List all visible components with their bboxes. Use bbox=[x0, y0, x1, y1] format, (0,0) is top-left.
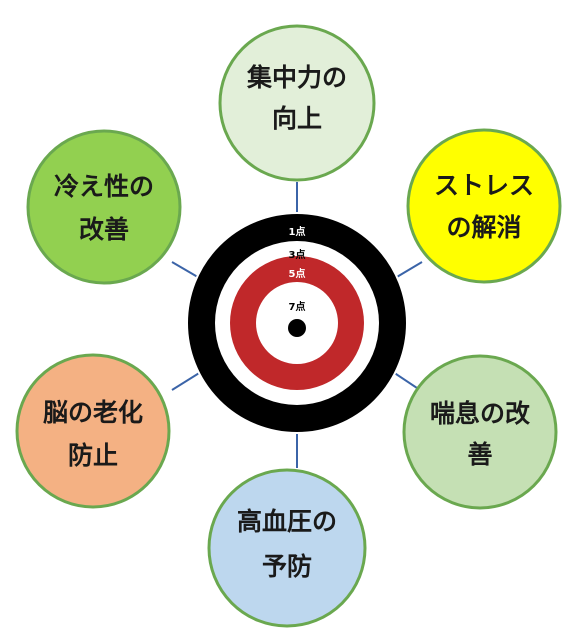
node-concentration: 集中力の 向上 bbox=[218, 24, 376, 182]
node-stress-line2: の解消 bbox=[446, 213, 521, 242]
ring-label-7: 7点 bbox=[289, 300, 306, 313]
node-brain-aging-line2: 防止 bbox=[68, 441, 118, 470]
node-cold-sensitivity-circle bbox=[26, 129, 182, 285]
node-blood-pressure-line1: 高血圧の bbox=[237, 507, 337, 536]
node-brain-aging-circle bbox=[15, 353, 171, 509]
node-asthma-line2: 善 bbox=[467, 440, 492, 469]
node-brain-aging-line1: 脳の老化 bbox=[43, 398, 143, 427]
node-blood-pressure-line2: 予防 bbox=[262, 552, 312, 581]
node-asthma: 喘息の改 善 bbox=[402, 354, 558, 510]
node-concentration-circle bbox=[218, 24, 376, 182]
node-stress-circle bbox=[406, 128, 562, 284]
node-cold-sensitivity-line2: 改善 bbox=[79, 215, 129, 244]
target-bullseye bbox=[288, 319, 306, 337]
node-brain-aging: 脳の老化 防止 bbox=[15, 353, 171, 509]
node-blood-pressure-circle bbox=[207, 468, 367, 628]
node-asthma-line1: 喘息の改 bbox=[430, 399, 530, 428]
node-concentration-line1: 集中力の bbox=[246, 63, 347, 92]
target: 1点 3点 5点 7点 bbox=[186, 212, 408, 434]
node-concentration-line2: 向上 bbox=[272, 104, 322, 133]
ring-label-3: 3点 bbox=[289, 248, 306, 261]
node-stress: ストレス の解消 bbox=[406, 128, 562, 284]
node-stress-line1: ストレス bbox=[434, 171, 534, 200]
ring-label-5: 5点 bbox=[289, 267, 306, 280]
node-cold-sensitivity-line1: 冷え性の bbox=[54, 172, 154, 201]
ring-label-1: 1点 bbox=[289, 225, 306, 238]
node-cold-sensitivity: 冷え性の 改善 bbox=[26, 129, 182, 285]
node-blood-pressure: 高血圧の 予防 bbox=[207, 468, 367, 628]
node-asthma-circle bbox=[402, 354, 558, 510]
